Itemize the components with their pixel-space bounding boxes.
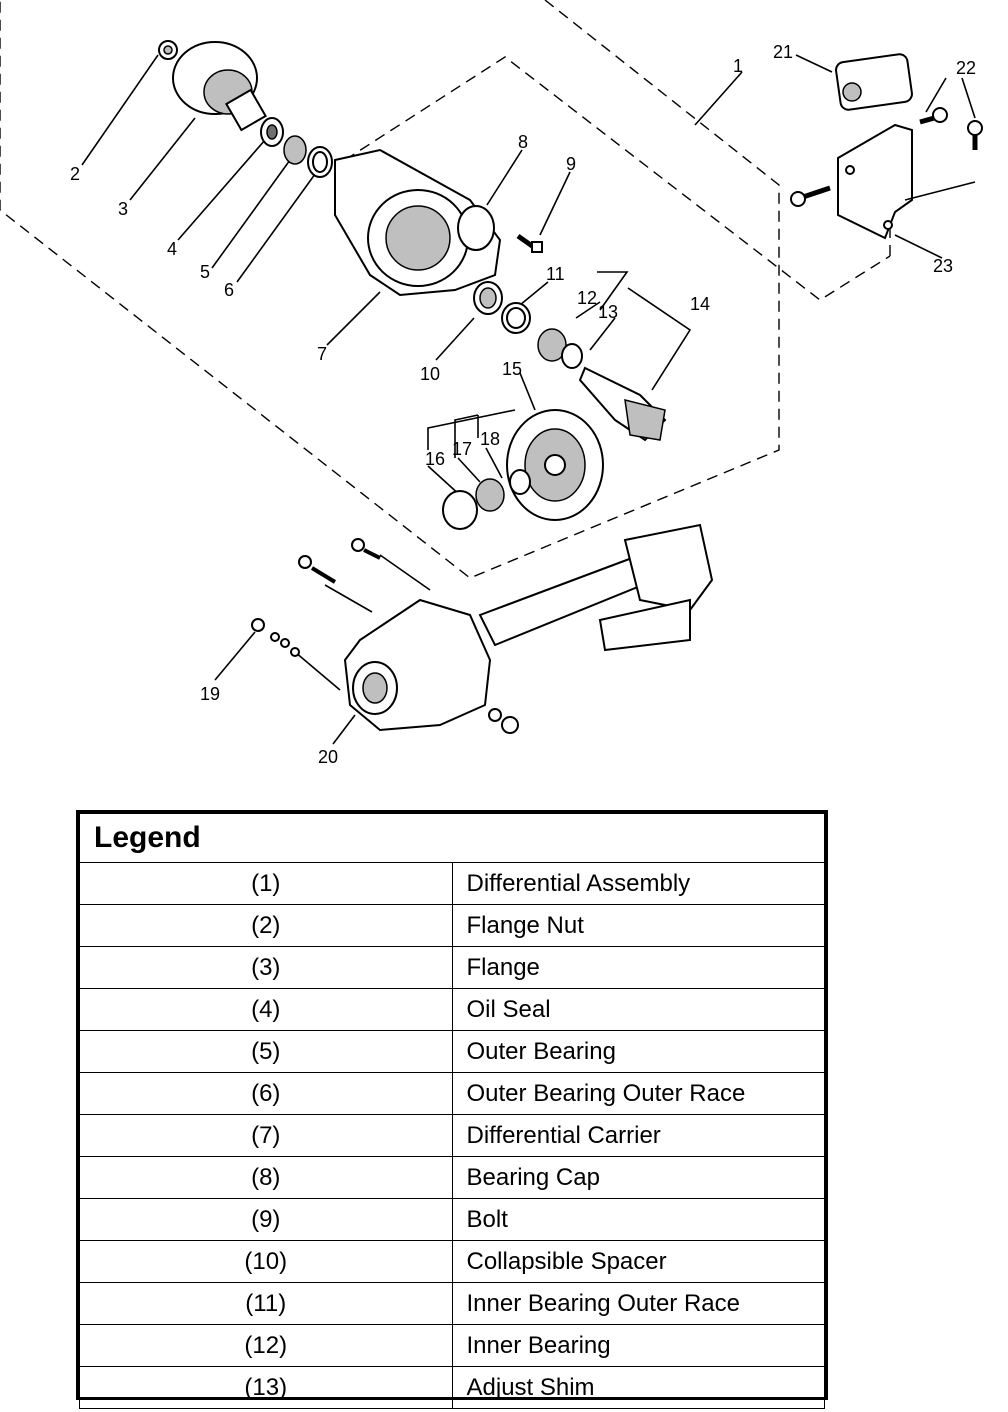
- callout-7: 7: [317, 344, 327, 364]
- differential-carrier-part: [334, 148, 502, 297]
- table-row: (9)Bolt: [79, 1198, 825, 1241]
- table-row: (6)Outer Bearing Outer Race: [79, 1072, 825, 1115]
- legend-number: (2): [79, 904, 453, 947]
- legend-description: Bolt: [451, 1198, 825, 1241]
- legend-description: Differential Assembly: [451, 862, 825, 905]
- legend-number: (9): [79, 1198, 453, 1241]
- callout-16: 16: [425, 449, 445, 469]
- legend-description: Outer Bearing: [451, 1030, 825, 1073]
- legend-number: (5): [79, 1030, 453, 1073]
- legend-description: Flange: [451, 946, 825, 989]
- fasteners-part: [251, 538, 381, 657]
- callout-2: 2: [70, 164, 80, 184]
- callout-23: 23: [933, 256, 953, 276]
- drive-pinion-part: [578, 366, 667, 442]
- legend-number: (6): [79, 1072, 453, 1115]
- callout-1: 1: [733, 56, 743, 76]
- legend-description: Oil Seal: [451, 988, 825, 1031]
- legend-number: (10): [79, 1240, 453, 1283]
- inner-race-part: [501, 302, 531, 334]
- table-row: (2)Flange Nut: [79, 904, 825, 947]
- legend-number: (3): [79, 946, 453, 989]
- callout-20: 20: [318, 747, 338, 767]
- collapsible-spacer-part: [473, 281, 503, 315]
- callout-17: 17: [452, 439, 472, 459]
- side-bearing-parts: [442, 469, 531, 530]
- legend-number: (13): [79, 1366, 453, 1409]
- legend-description: Adjust Shim: [451, 1366, 825, 1409]
- callout-4: 4: [167, 239, 177, 259]
- callout-labels: 1 2 3 4 5 6 7 8 9 10 11 12 13 14 15 16 1…: [70, 42, 976, 767]
- table-row: (7)Differential Carrier: [79, 1114, 825, 1157]
- legend-description: Differential Carrier: [451, 1114, 825, 1157]
- callout-19: 19: [200, 684, 220, 704]
- callout-15: 15: [502, 359, 522, 379]
- legend-description: Inner Bearing: [451, 1324, 825, 1367]
- callout-11: 11: [546, 264, 565, 284]
- inner-bearing-part: [537, 328, 567, 362]
- table-row: (3)Flange: [79, 946, 825, 989]
- table-row: (13)Adjust Shim: [79, 1366, 825, 1409]
- leader-lines: [81, 54, 976, 745]
- adjust-shim-part: [561, 343, 583, 369]
- mount-bracket-part: [837, 123, 913, 240]
- legend-number: (1): [79, 862, 453, 905]
- callout-14: 14: [690, 294, 710, 314]
- outer-race-part: [307, 146, 333, 178]
- table-row: (12)Inner Bearing: [79, 1324, 825, 1367]
- legend-number: (11): [79, 1282, 453, 1325]
- legend-number: (8): [79, 1156, 453, 1199]
- table-row: (10)Collapsible Spacer: [79, 1240, 825, 1283]
- legend-description: Collapsible Spacer: [451, 1240, 825, 1283]
- bolt-part: [516, 233, 543, 253]
- legend-number: (12): [79, 1324, 453, 1367]
- callout-9: 9: [566, 154, 576, 174]
- oil-seal-part: [260, 117, 284, 147]
- callout-10: 10: [420, 364, 440, 384]
- table-row: (11)Inner Bearing Outer Race: [79, 1282, 825, 1325]
- callout-12: 12: [577, 288, 597, 308]
- mount-bushing-part: [835, 53, 913, 111]
- table-row: (8)Bearing Cap: [79, 1156, 825, 1199]
- legend-title: Legend: [79, 813, 452, 863]
- callout-3: 3: [118, 199, 128, 219]
- callout-5: 5: [200, 262, 210, 282]
- legend-title-fill: [452, 813, 825, 863]
- axle-housing-part: [343, 523, 714, 734]
- legend-description: Outer Bearing Outer Race: [451, 1072, 825, 1115]
- callout-18: 18: [480, 429, 500, 449]
- flange-part: [172, 41, 267, 132]
- exploded-diagram: 1 2 3 4 5 6 7 8 9 10 11 12 13 14 15 16 1…: [0, 0, 983, 767]
- legend-header-row: Legend: [79, 813, 825, 863]
- table-row: (5)Outer Bearing: [79, 1030, 825, 1073]
- legend-number: (4): [79, 988, 453, 1031]
- callout-21: 21: [773, 42, 793, 62]
- differential-case-part: [506, 409, 604, 521]
- callout-8: 8: [518, 132, 528, 152]
- mount-bolts-part: [790, 107, 983, 207]
- legend-description: Flange Nut: [451, 904, 825, 947]
- callout-6: 6: [224, 280, 234, 300]
- callout-13: 13: [598, 302, 618, 322]
- table-row: (4)Oil Seal: [79, 988, 825, 1031]
- table-row: (1)Differential Assembly: [79, 862, 825, 905]
- legend-description: Bearing Cap: [451, 1156, 825, 1199]
- legend-table: Legend (1)Differential Assembly (2)Flang…: [76, 810, 828, 1409]
- legend-number: (7): [79, 1114, 453, 1157]
- legend-description: Inner Bearing Outer Race: [451, 1282, 825, 1325]
- callout-22: 22: [956, 58, 976, 78]
- outer-bearing-part: [283, 135, 307, 165]
- flange-nut-part: [158, 40, 178, 60]
